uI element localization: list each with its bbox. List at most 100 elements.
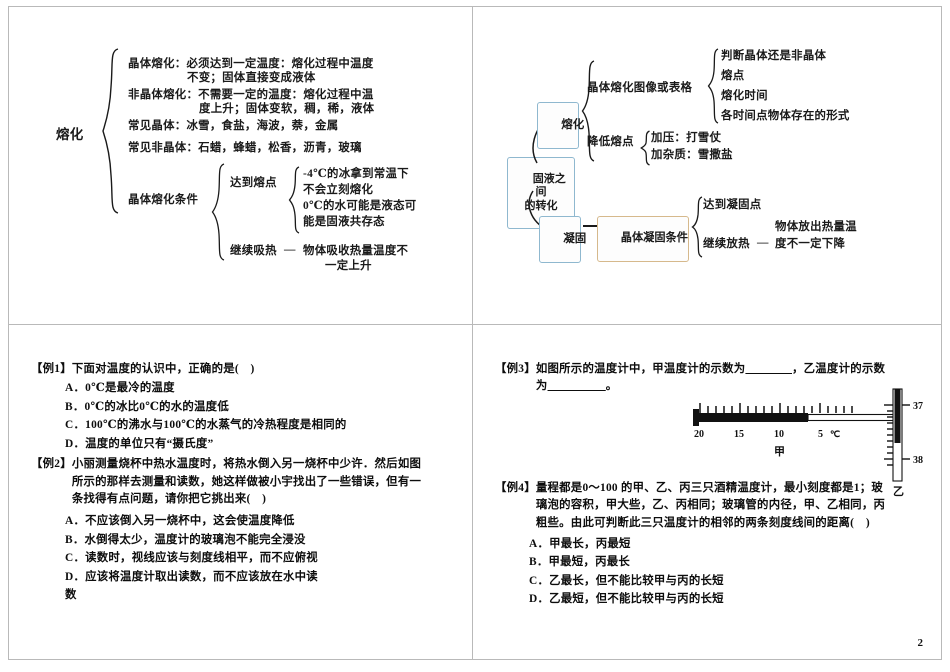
slide-top-right: 固液之间 的转化 熔化 晶体熔化图像或表格 判断晶体还是非晶体 熔点 <box>472 6 942 324</box>
option-text: 乙最长，但不能比较甲与丙的长短 <box>549 574 724 587</box>
question-2-option-d[interactable]: D． 应该将温度计取出读数，而不应该放在水中读 <box>31 568 458 586</box>
question-3-stem-a: 如图所示的温度计中，甲温度计的示数为 <box>535 363 746 375</box>
question-4-stem-line-1: 量程都是0～100 的甲、乙、丙三只酒精温度计，最小刻度都是1；玻 <box>535 482 883 494</box>
question-2-stem-line-3: 条找得有点问题，请你把它挑出来( ) <box>71 492 267 505</box>
option-text: 0℃的冰比0℃的水的温度低 <box>84 400 229 413</box>
svg-text:20: 20 <box>694 429 704 440</box>
option-text: 应该将温度计取出读数，而不应该放在水中读 <box>85 570 318 583</box>
svg-text:℃: ℃ <box>830 429 840 439</box>
option-key: C． <box>65 419 86 432</box>
question-2-stem: 【例2】 小丽测量烧杯中热水温度时，将热水倒入另一烧杯中少许．然后如图 所示的那… <box>31 456 458 508</box>
option-text: 乙最短，但不能比较甲与丙的长短 <box>549 593 724 606</box>
condition-sub2-item-2: 一定上升 <box>325 260 372 272</box>
question-1-stem: 【例1】 下面对温度的认识中，正确的是( ) <box>31 361 458 378</box>
melt-chart-item-1: 判断晶体还是非晶体 <box>721 50 827 62</box>
melt-child-2-label: 降低熔点 <box>587 136 634 148</box>
option-text: 温度的单位只有“摄氏度” <box>85 437 214 450</box>
question-2: 【例2】 小丽测量烧杯中热水温度时，将热水倒入另一烧杯中少许．然后如图 所示的那… <box>31 456 458 604</box>
question-3: 【例3】 如图所示的温度计中，甲温度计的示数为 ，乙温度计的示数 为 。 <box>495 361 927 396</box>
svg-text:38: 38 <box>913 455 923 466</box>
question-2-option-c[interactable]: C． 读数时，视线应该与刻度线相平，而不应俯视 <box>31 549 458 567</box>
svg-text:甲: 甲 <box>774 445 785 458</box>
question-3-tag: 【例3】 <box>495 363 536 375</box>
option-key: D． <box>65 570 86 583</box>
option-text: 0℃是最冷的温度 <box>85 382 175 395</box>
melting-point-brace <box>288 165 302 235</box>
node-melting-label: 熔化 <box>561 118 585 131</box>
node-crystal-solidification-condition-label: 晶体凝固条件 <box>620 232 688 245</box>
question-4-option-c[interactable]: C． 乙最长，但不能比较甲与丙的长短 <box>495 572 927 590</box>
question-4-option-b[interactable]: B． 甲最短，丙最长 <box>495 553 927 571</box>
option-text: 读数时，视线应该与刻度线相平，而不应俯视 <box>85 552 318 565</box>
question-4-stem: 【例4】 量程都是0～100 的甲、乙、丙三只酒精温度计，最小刻度都是1；玻 璃… <box>495 480 927 532</box>
connector-freeze-dash <box>583 225 597 227</box>
option-text: 不应该倒入另一烧杯中，这会使温度降低 <box>85 515 295 528</box>
question-3-stem-c: 为 <box>535 380 548 393</box>
svg-text:5: 5 <box>818 429 823 440</box>
branch-1-line-1: 晶体熔化：必须达到一定温度：熔化过程中温度 <box>128 58 374 70</box>
option-key: B． <box>65 400 85 413</box>
page-number: 2 <box>917 637 924 649</box>
question-3-blank-1[interactable] <box>745 363 792 375</box>
option-key: C． <box>529 574 550 587</box>
melting-point-item-2: 不会立刻熔化 <box>303 184 374 196</box>
condition-brace <box>211 162 227 262</box>
option-text: 数 <box>65 589 77 602</box>
node-crystal-solidification-condition[interactable]: 晶体凝固条件 <box>597 216 689 263</box>
option-key: D． <box>65 437 86 450</box>
question-panel-left: 【例1】 下面对温度的认识中，正确的是( ) A． 0℃是最冷的温度 B． 0℃… <box>31 361 458 608</box>
svg-text:15: 15 <box>734 429 744 440</box>
option-key: D． <box>529 593 550 606</box>
figure-thermometers: 20 15 10 5 ℃ 甲 <box>688 387 938 498</box>
solidification-note-line-2: 度不一定下降 <box>775 238 846 250</box>
question-3-stem-d: 。 <box>605 380 618 393</box>
melt-chart-brace <box>707 47 721 125</box>
question-3-stem: 【例3】 如图所示的温度计中，甲温度计的示数为 ，乙温度计的示数 为 。 <box>495 361 927 396</box>
question-1-option-d[interactable]: D． 温度的单位只有“摄氏度” <box>31 435 458 453</box>
node-solidification[interactable]: 凝固 <box>539 216 586 264</box>
slide-bottom-right: 【例3】 如图所示的温度计中，甲温度计的示数为 ，乙温度计的示数 为 。 <box>472 324 942 660</box>
question-2-options: A． 不应该倒入另一烧杯中，这会使温度降低 B． 水倒得太少，温度计的玻璃泡不能… <box>31 512 458 604</box>
question-2-option-a[interactable]: A． 不应该倒入另一烧杯中，这会使温度降低 <box>31 512 458 530</box>
question-1-option-a[interactable]: A． 0℃是最冷的温度 <box>31 379 458 397</box>
branch-2-line-2: 度上升；固体变软，稠，稀，液体 <box>199 103 375 115</box>
question-1: 【例1】 下面对温度的认识中，正确的是( ) A． 0℃是最冷的温度 B． 0℃… <box>31 361 458 453</box>
node-melting[interactable]: 熔化 <box>537 102 584 150</box>
slide-bottom-left: 【例1】 下面对温度的认识中，正确的是( ) A． 0℃是最冷的温度 B． 0℃… <box>8 324 472 660</box>
branch-1-line-2: 不变；固体直接变成液体 <box>187 72 316 84</box>
question-1-option-c[interactable]: C． 100℃的沸水与100℃的水蒸气的冷热程度是相同的 <box>31 416 458 434</box>
mindmap-root-label: 熔化 <box>56 127 84 142</box>
question-2-tag: 【例2】 <box>31 458 72 471</box>
condition-sub2-dash: — <box>284 244 296 256</box>
melting-point-item-4: 能是固液共存态 <box>303 216 385 228</box>
node-solid-liquid-transition-label: 固液之间 的转化 <box>524 173 566 212</box>
branch-5-label: 晶体熔化条件 <box>128 194 199 206</box>
lower-melting-point-item-2: 加杂质：雪撒盐 <box>651 149 733 161</box>
melt-chart-item-3: 熔化时间 <box>721 90 768 102</box>
condition-sub2-label: 继续吸热 <box>230 245 277 257</box>
node-solidification-label: 凝固 <box>563 232 587 245</box>
main-brace <box>101 47 121 215</box>
option-key: B． <box>65 533 85 546</box>
question-1-option-b[interactable]: B． 0℃的冰比0℃的水的温度低 <box>31 398 458 416</box>
question-4-option-d[interactable]: D． 乙最短，但不能比较甲与丙的长短 <box>495 590 927 608</box>
option-key: A． <box>529 537 550 550</box>
condition-sub1-label: 达到熔点 <box>230 177 277 189</box>
branch-2-line-1: 非晶体熔化：不需要一定的温度：熔化过程中温 <box>128 89 374 101</box>
question-4-stem-line-2: 璃泡的容积，甲大些，乙、丙相同；玻璃管的内径，甲、乙相同，丙 <box>535 499 886 512</box>
solidification-note-line-1: 物体放出热量温 <box>775 221 857 233</box>
question-3-blank-2[interactable] <box>548 380 606 392</box>
question-2-stem-line-1: 小丽测量烧杯中热水温度时，将热水倒入另一烧杯中少许．然后如图 <box>71 458 422 471</box>
melt-child-1-label: 晶体熔化图像或表格 <box>587 82 693 94</box>
question-2-option-b[interactable]: B． 水倒得太少，温度计的玻璃泡不能完全浸没 <box>31 531 458 549</box>
option-text: 水倒得太少，温度计的玻璃泡不能完全浸没 <box>84 533 306 546</box>
question-4-options: A． 甲最长，丙最短 B． 甲最短，丙最长 C． 乙最长，但不能比较甲与丙的长短… <box>495 535 927 609</box>
svg-text:37: 37 <box>913 401 923 412</box>
melt-chart-item-4: 各时间点物体存在的形式 <box>721 110 850 122</box>
option-key: A． <box>65 382 86 395</box>
option-text: 100℃的沸水与100℃的水蒸气的冷热程度是相同的 <box>85 419 347 432</box>
lower-melting-point-item-1: 加压：打雪仗 <box>651 132 722 144</box>
question-4: 【例4】 量程都是0～100 的甲、乙、丙三只酒精温度计，最小刻度都是1；玻 璃… <box>495 480 927 609</box>
question-4-option-a[interactable]: A． 甲最长，丙最短 <box>495 535 927 553</box>
